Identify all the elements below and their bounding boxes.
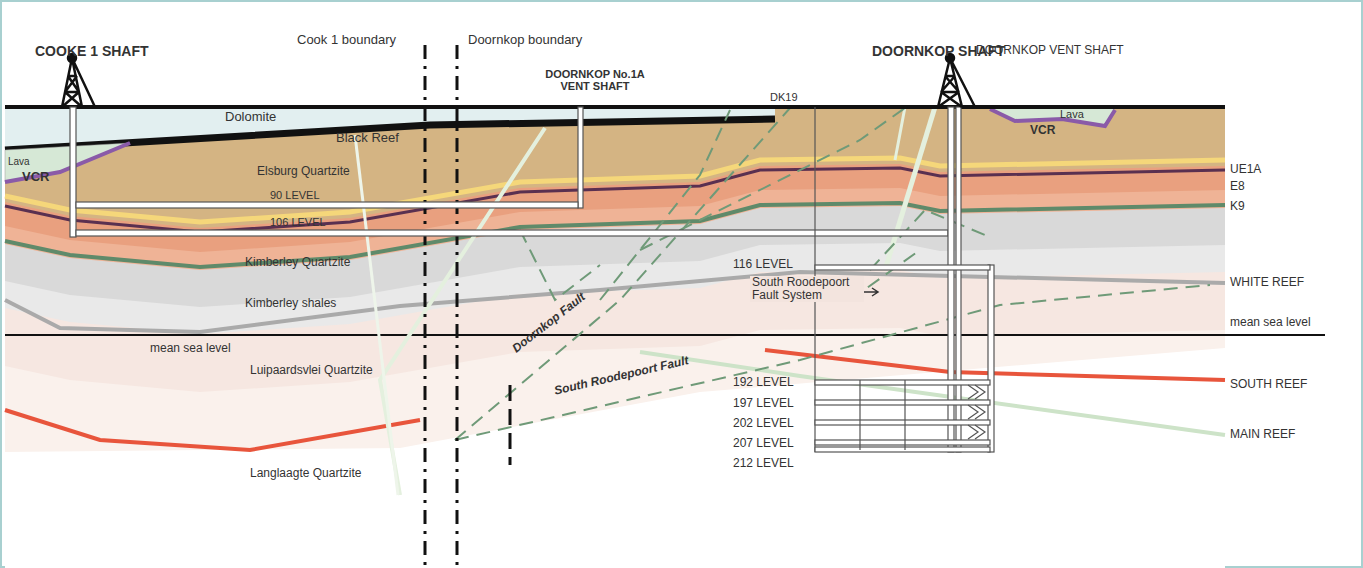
layer-label: 207 LEVEL — [733, 437, 794, 450]
layer-label: Lava — [1060, 108, 1084, 120]
layer-label: Luipaardsvlei Quartzite — [250, 364, 373, 377]
layer-label: Black Reef — [336, 131, 399, 145]
layer-label: Doornkop Fault — [510, 290, 588, 355]
workings — [70, 107, 994, 452]
layer-label: MAIN REEF — [1230, 428, 1295, 441]
main-reef — [640, 352, 1225, 435]
layer-label: South Roodepoort Fault — [553, 354, 690, 398]
layer-label: Dolomite — [225, 110, 276, 124]
layer-label: Elsburg Quartzite — [257, 165, 350, 178]
surface — [5, 105, 1225, 109]
layer-label: 212 LEVEL — [733, 457, 794, 470]
boundary-line — [424, 45, 427, 565]
layer-label: Kimberley Quartzite — [245, 256, 350, 269]
layer-label: 202 LEVEL — [733, 417, 794, 430]
layer-label: Kimberley shales — [245, 297, 336, 310]
sea-level-line — [5, 334, 1325, 336]
layer-label: mean sea level — [150, 342, 231, 355]
layer-label: Doornkop boundary — [468, 33, 582, 47]
layer-label: 116 LEVEL — [733, 258, 793, 271]
layer-label: WHITE REEF — [1230, 276, 1304, 289]
layer-label: E8 — [1230, 180, 1245, 193]
layer-label: Langlaagte Quartzite — [250, 467, 361, 480]
layer-label: DK19 — [770, 91, 798, 103]
layer-label: Cook 1 boundary — [297, 33, 396, 47]
headframe — [62, 54, 975, 107]
layer-label: South Roodepoort Fault System — [750, 276, 864, 302]
layer-label: 192 LEVEL — [733, 376, 794, 389]
layer-label: DOORNKOP VENT SHAFT — [976, 44, 1124, 57]
boundary-line — [456, 45, 459, 565]
layer-label: VCR — [1030, 124, 1055, 137]
fault-lines — [455, 108, 1210, 440]
layer-label: mean sea level — [1230, 316, 1311, 329]
layer-label: SOUTH REEF — [1230, 378, 1307, 391]
layer-label: 90 LEVEL — [270, 189, 320, 201]
layer-label: Lava — [8, 156, 30, 167]
layer-label: 106 LEVEL — [270, 216, 326, 228]
layer-label: 197 LEVEL — [733, 397, 794, 410]
layer-label: COOKE 1 SHAFT — [35, 44, 149, 59]
south-reef — [5, 410, 420, 450]
layer-label: DOORNKOP No.1A VENT SHAFT — [535, 68, 655, 92]
layer-label: K9 — [1230, 200, 1245, 213]
layer-label: VCR — [22, 170, 49, 184]
layer-label: UE1A — [1230, 163, 1261, 176]
lower-ground — [5, 348, 1225, 568]
